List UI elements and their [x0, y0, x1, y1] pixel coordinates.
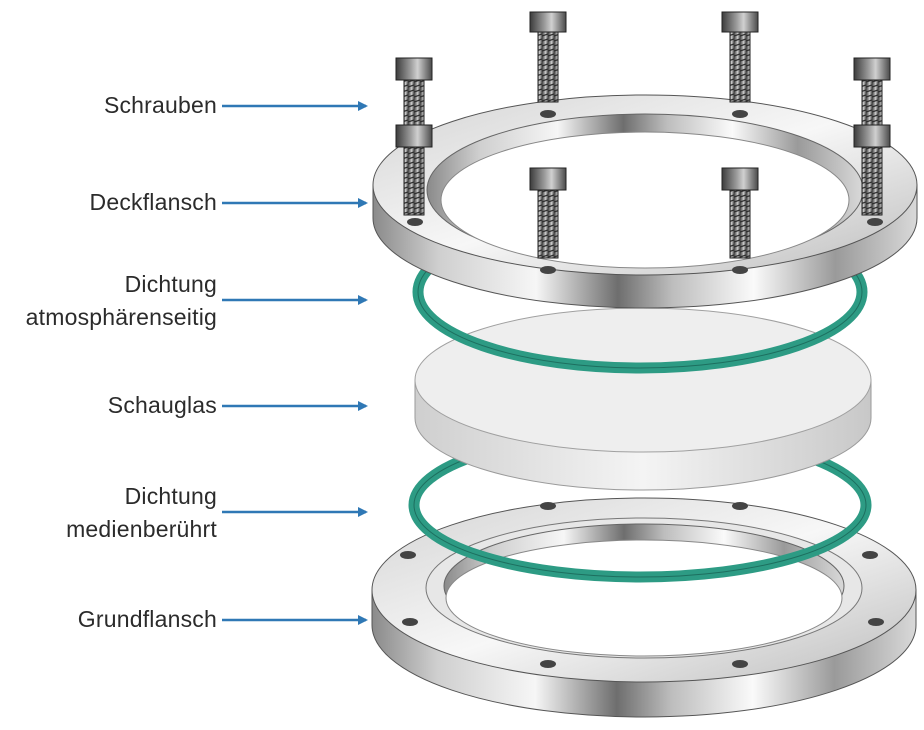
label-cover-flange-text: Deckflansch — [89, 189, 217, 215]
bolt — [395, 124, 433, 216]
bolt — [853, 124, 891, 216]
label-base-flange-text: Grundflansch — [77, 606, 217, 632]
bolt — [529, 11, 567, 103]
bolt — [721, 11, 759, 103]
bolts — [395, 11, 891, 259]
label-screws: Schrauben — [104, 89, 217, 122]
label-gasket-media: Dichtung medienberührt — [66, 480, 217, 546]
label-gasket-atmosphere-line2: atmosphärenseitig — [25, 304, 217, 330]
pointer-arrows — [222, 101, 368, 625]
label-base-flange: Grundflansch — [78, 603, 217, 636]
cover-flange — [372, 94, 918, 309]
bolt — [529, 167, 567, 259]
bolt — [721, 167, 759, 259]
label-screws-text: Schrauben — [103, 92, 217, 118]
label-gasket-media-line2: medienberührt — [66, 516, 217, 542]
label-sight-glass: Schauglas — [108, 389, 217, 422]
label-sight-glass-text: Schauglas — [107, 392, 217, 418]
label-gasket-atmosphere: Dichtung atmosphärenseitig — [26, 268, 217, 334]
base-flange — [371, 497, 917, 718]
label-cover-flange: Deckflansch — [90, 186, 217, 219]
label-gasket-media-line1: Dichtung — [124, 483, 217, 509]
sight-glass — [414, 307, 872, 491]
label-gasket-atmosphere-line1: Dichtung — [124, 271, 217, 297]
